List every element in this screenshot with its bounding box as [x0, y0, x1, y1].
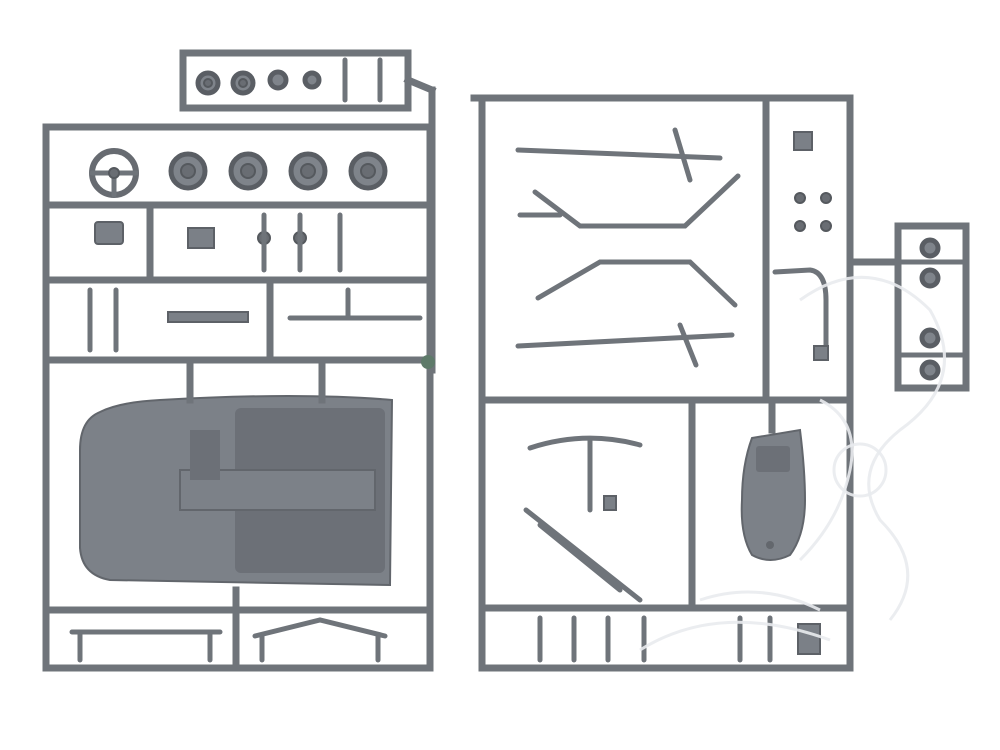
- small-wheel-part: [195, 57, 383, 103]
- left-sprue: [42, 86, 436, 672]
- small-parts-row: [537, 615, 821, 663]
- small-parts-row: [69, 617, 388, 663]
- small-parts-row: [772, 131, 832, 361]
- right-sprue: [470, 94, 902, 672]
- roll-cage-part: [515, 127, 741, 368]
- small-parts-row: [94, 212, 343, 273]
- top-mini-sprue: [179, 49, 437, 112]
- cockpit-tub-part: [79, 395, 394, 587]
- tire-parts: [168, 151, 388, 191]
- small-parts-row: [87, 287, 423, 353]
- steering-wheel-part: [89, 148, 139, 198]
- watermark: [639, 275, 946, 652]
- gate-nub: [421, 355, 435, 369]
- side-mini-sprue: [894, 222, 970, 392]
- small-parts-row: [523, 435, 643, 603]
- seat-part: [740, 428, 807, 561]
